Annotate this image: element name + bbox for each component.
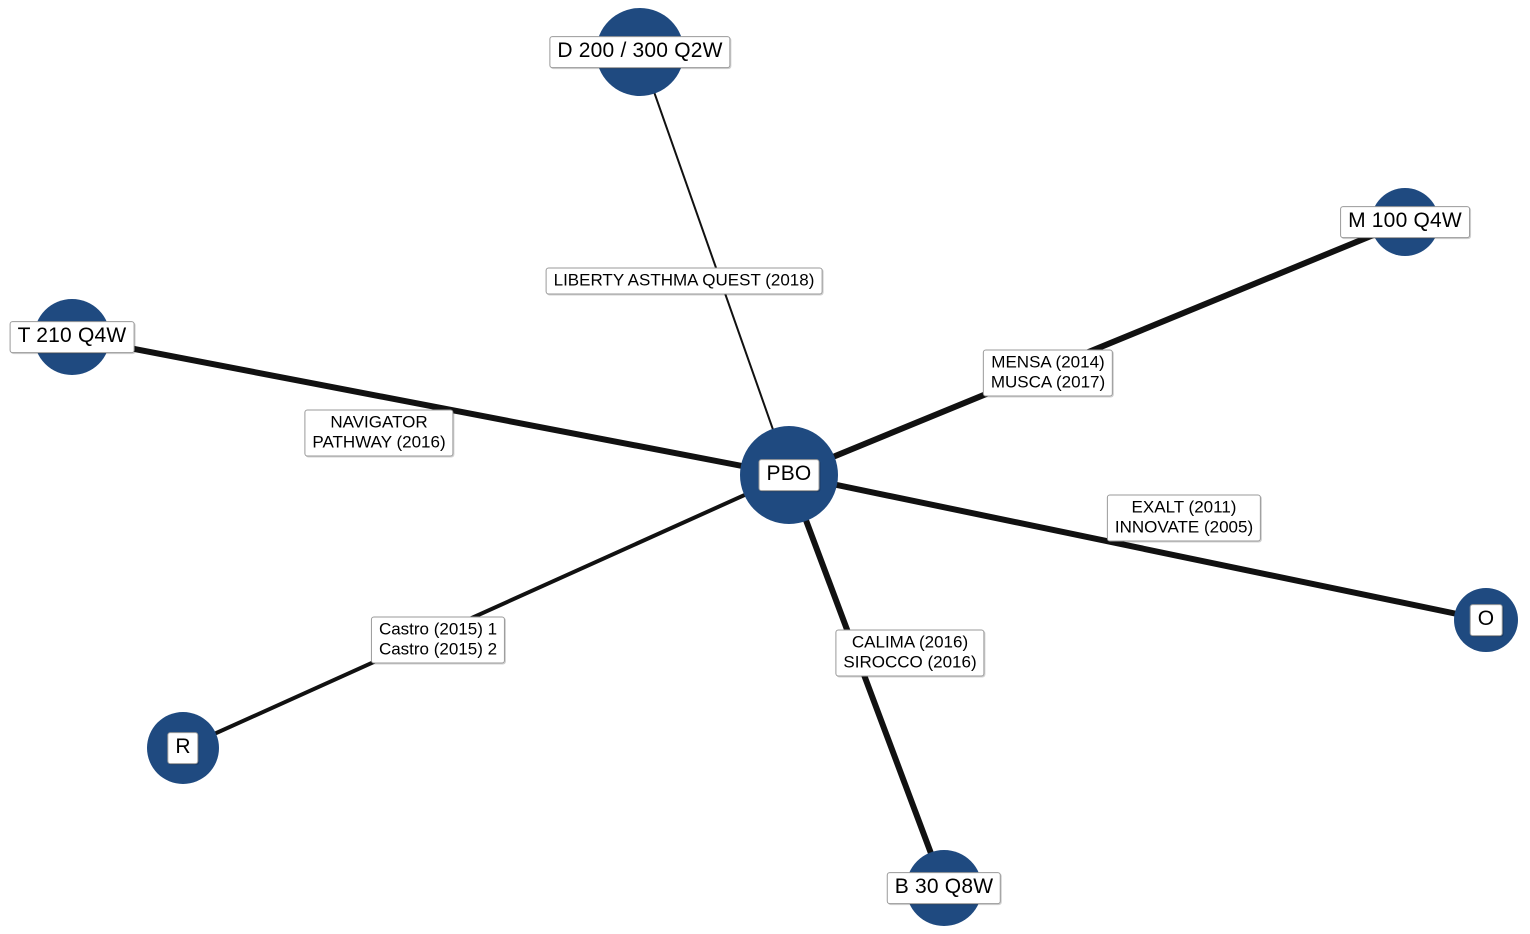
- edge-pbo-r: [182, 473, 790, 750]
- study-name: SIROCCO (2016): [843, 652, 977, 672]
- node-label-b: B 30 Q8W: [886, 872, 1002, 904]
- edges-layer: [71, 51, 1487, 890]
- study-name: PATHWAY (2016): [312, 432, 446, 452]
- node-label-t: T 210 Q4W: [9, 321, 135, 353]
- edge-label-pbo-o: EXALT (2011)INNOVATE (2005): [1106, 494, 1262, 542]
- study-name: EXALT (2011): [1131, 497, 1237, 517]
- edge-pbo-o: [788, 472, 1487, 623]
- edge-pbo-b: [786, 473, 947, 890]
- study-name: MENSA (2014): [991, 352, 1105, 372]
- node-label-d: D 200 / 300 Q2W: [549, 36, 731, 68]
- study-name: CALIMA (2016): [851, 632, 969, 652]
- node-label-o: O: [1469, 604, 1503, 636]
- edge-label-pbo-m: MENSA (2014)MUSCA (2017): [982, 349, 1114, 397]
- study-name: Castro (2015) 1: [378, 619, 498, 639]
- study-name: LIBERTY ASTHMA QUEST (2018): [553, 270, 815, 290]
- edge-pbo-m: [787, 219, 1407, 478]
- study-name: MUSCA (2017): [990, 372, 1106, 392]
- edge-label-pbo-d: LIBERTY ASTHMA QUEST (2018): [545, 267, 823, 295]
- edge-label-pbo-b: CALIMA (2016)SIROCCO (2016): [835, 629, 985, 677]
- edge-pbo-t: [71, 334, 790, 478]
- study-name: INNOVATE (2005): [1114, 517, 1254, 537]
- node-label-m: M 100 Q4W: [1340, 206, 1470, 238]
- edge-pbo-d: [639, 51, 790, 476]
- node-label-pbo: PBO: [758, 459, 820, 491]
- node-label-r: R: [167, 732, 199, 764]
- study-name: NAVIGATOR: [330, 412, 428, 432]
- study-name: Castro (2015) 2: [378, 639, 498, 659]
